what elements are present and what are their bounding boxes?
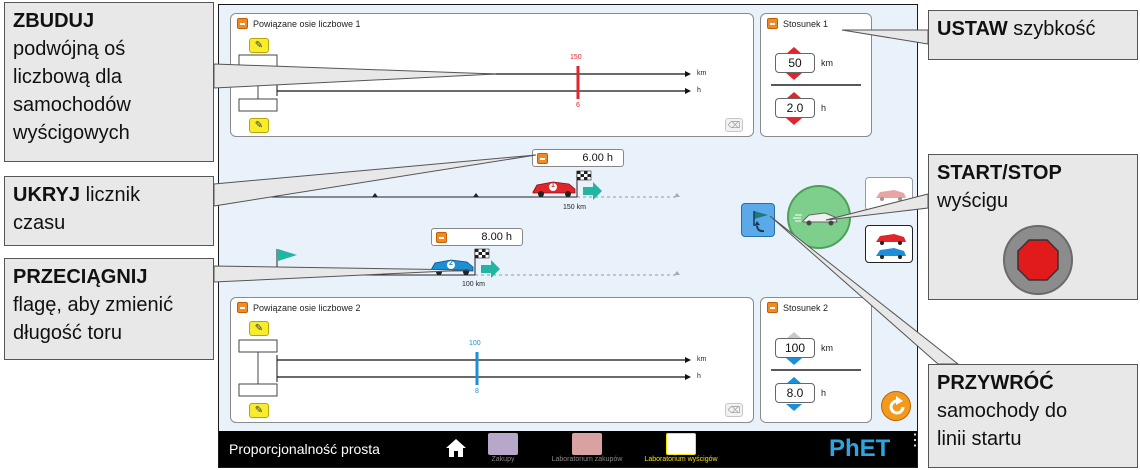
start-stop-race-button[interactable]: [787, 185, 851, 249]
hide-timer-2-button[interactable]: [436, 232, 447, 243]
number-line-1-graphic: [238, 54, 691, 112]
collapse-panel-1-button[interactable]: [237, 18, 248, 29]
phet-menu-icon[interactable]: ⋮: [907, 433, 917, 449]
phet-logo[interactable]: PhET: [829, 435, 891, 462]
car-2-number: 2: [449, 260, 453, 267]
eraser-2-button[interactable]: ⌫: [725, 403, 743, 417]
reset-all-button[interactable]: [881, 391, 911, 421]
screen-tab-racing-lab[interactable]: Laboratorium wyścigów: [641, 433, 721, 463]
callout-start-bold: START/STOP: [937, 162, 1062, 184]
double-number-line-panel-1: Powiązane osie liczbowe 1 ✎ ✎ ⌫ 150 6 km…: [230, 13, 754, 137]
rate-1-time-input[interactable]: 2.0: [775, 98, 815, 118]
reset-race-button[interactable]: [741, 203, 775, 237]
shopping-lab-screen-icon: [572, 433, 602, 455]
two-cars-icon: [876, 234, 906, 259]
panel-1-km-label: km: [697, 70, 707, 77]
rate-2-distance-input[interactable]: 100: [775, 338, 815, 358]
number-line-2-graphic: [238, 339, 691, 397]
track-length-flag-handle[interactable]: [273, 245, 299, 277]
callout-build-line3: liczbową dla: [13, 66, 122, 88]
callout-build-bold: ZBUDUJ: [13, 10, 95, 32]
sim-title: Proporcjonalność prosta: [229, 441, 380, 457]
panel-2-title: Powiązane osie liczbowe 2: [253, 302, 361, 313]
callout-build-double-number-line: ZBUDUJ podwójną oś liczbową dla samochod…: [4, 2, 214, 162]
collapse-rate-1-button[interactable]: [767, 18, 778, 29]
double-number-line-panel-2: Powiązane osie liczbowe 2 ✎ ✎ ⌫ 100 8 km…: [230, 297, 754, 423]
rate-2-time-unit: h: [821, 388, 827, 398]
edit-bottom-axis-1-button[interactable]: ✎: [249, 118, 269, 133]
panel-1-bottom-marker-label: 6: [576, 102, 580, 109]
screen-tab-shopping-lab[interactable]: Laboratorium zakupów: [547, 433, 627, 463]
panel-2-h-label: h: [697, 373, 701, 380]
rate-2-distance-unit: km: [821, 343, 833, 353]
two-cars-radio-button[interactable]: [865, 225, 913, 263]
simulation-screen: Powiązane osie liczbowe 1 ✎ ✎ ⌫ 150 6 km…: [218, 4, 918, 468]
callout-set-bold: USTAW: [937, 18, 1008, 40]
callout-drag-flag: PRZECIĄGNIJ flagę, aby zmienić długość t…: [4, 258, 214, 360]
car-1-number: 1: [551, 182, 555, 189]
rate-1-time-unit: h: [821, 103, 827, 113]
callout-reset-cars: PRZYWRÓĆ samochody do linii startu: [928, 364, 1138, 468]
track-2-timer: 8.00 h: [431, 228, 523, 246]
edit-top-axis-1-button[interactable]: ✎: [249, 38, 269, 53]
callout-drag-line3: długość toru: [13, 322, 122, 344]
callout-build-line5: wyścigowych: [13, 122, 130, 144]
rate-1-title: Stosunek 1: [783, 18, 829, 29]
rate-1-distance-unit: km: [821, 58, 833, 68]
callout-build-line2: podwójną oś: [13, 38, 126, 60]
screen-tab-shopping[interactable]: Zakupy: [463, 433, 543, 463]
home-icon[interactable]: [445, 437, 467, 459]
edit-top-axis-2-button[interactable]: ✎: [249, 321, 269, 336]
collapse-panel-2-button[interactable]: [237, 302, 248, 313]
callout-start-line2: wyścigu: [937, 190, 1009, 212]
navigation-bar: Proporcjonalność prosta Zakupy Laborator…: [219, 431, 917, 467]
one-car-icon: [876, 190, 906, 201]
panel-1-title: Powiązane osie liczbowe 1: [253, 18, 361, 29]
undo-flag-icon: [753, 211, 768, 233]
race-car-icon: [793, 212, 838, 226]
panel-2-bottom-marker-label: 8: [475, 388, 479, 395]
callout-drag-bold: PRZECIĄGNIJ: [13, 266, 148, 288]
track-2-finish-label: 100 km: [462, 281, 485, 288]
callout-build-line4: samochodów: [13, 94, 131, 116]
callout-set-speed: USTAW szybkość: [928, 10, 1138, 60]
eraser-1-button[interactable]: ⌫: [725, 118, 743, 132]
shopping-screen-icon: [488, 433, 518, 455]
screen-tab-shopping-lab-label: Laboratorium zakupów: [551, 456, 623, 463]
callout-hide-line2: czasu: [13, 212, 66, 234]
rate-panel-2: Stosunek 2 100 km 8.0 h: [760, 297, 872, 423]
race-track-2: [233, 248, 680, 278]
one-car-radio-button[interactable]: [865, 177, 913, 211]
screen-tab-shopping-label: Zakupy: [491, 456, 515, 463]
panel-2-km-label: km: [697, 356, 707, 363]
callout-hide-rest: licznik: [85, 184, 141, 206]
callout-reset-line2: samochody do: [937, 400, 1068, 422]
track-1-timer-value: 6.00 h: [582, 152, 613, 164]
screen-tab-racing-lab-label: Laboratorium wyścigów: [644, 456, 718, 463]
rate-2-time-input[interactable]: 8.0: [775, 383, 815, 403]
hide-timer-1-button[interactable]: [537, 153, 548, 164]
rate-panel-1: Stosunek 1 50 km 2.0 h: [760, 13, 872, 137]
callout-set-rest: szybkość: [1013, 18, 1096, 40]
callout-reset-line3: linii startu: [937, 428, 1022, 450]
callout-reset-bold: PRZYWRÓĆ: [937, 372, 1054, 394]
panel-2-top-marker-label: 100: [469, 340, 481, 347]
racing-lab-screen-icon: [666, 433, 696, 455]
callout-hide-bold: UKRYJ: [13, 184, 81, 206]
callout-start-stop: START/STOP wyścigu: [928, 154, 1138, 300]
callout-drag-line2: flagę, aby zmienić: [13, 294, 174, 316]
track-1-timer: 6.00 h: [532, 149, 624, 167]
panel-1-h-label: h: [697, 87, 701, 94]
stop-button-illustration: [1003, 225, 1073, 295]
panel-1-top-marker-label: 150: [570, 54, 582, 61]
callout-hide-timer: UKRYJ licznik czasu: [4, 176, 214, 246]
rate-1-distance-input[interactable]: 50: [775, 53, 815, 73]
rate-2-spinner-arrows: [771, 332, 861, 411]
track-2-timer-value: 8.00 h: [481, 231, 512, 243]
edit-bottom-axis-2-button[interactable]: ✎: [249, 403, 269, 418]
reset-icon: [889, 396, 905, 415]
track-1-finish-label: 150 km: [563, 204, 586, 211]
rate-1-spinner-arrows: [771, 47, 861, 125]
stop-sign-icon: [1017, 239, 1059, 281]
